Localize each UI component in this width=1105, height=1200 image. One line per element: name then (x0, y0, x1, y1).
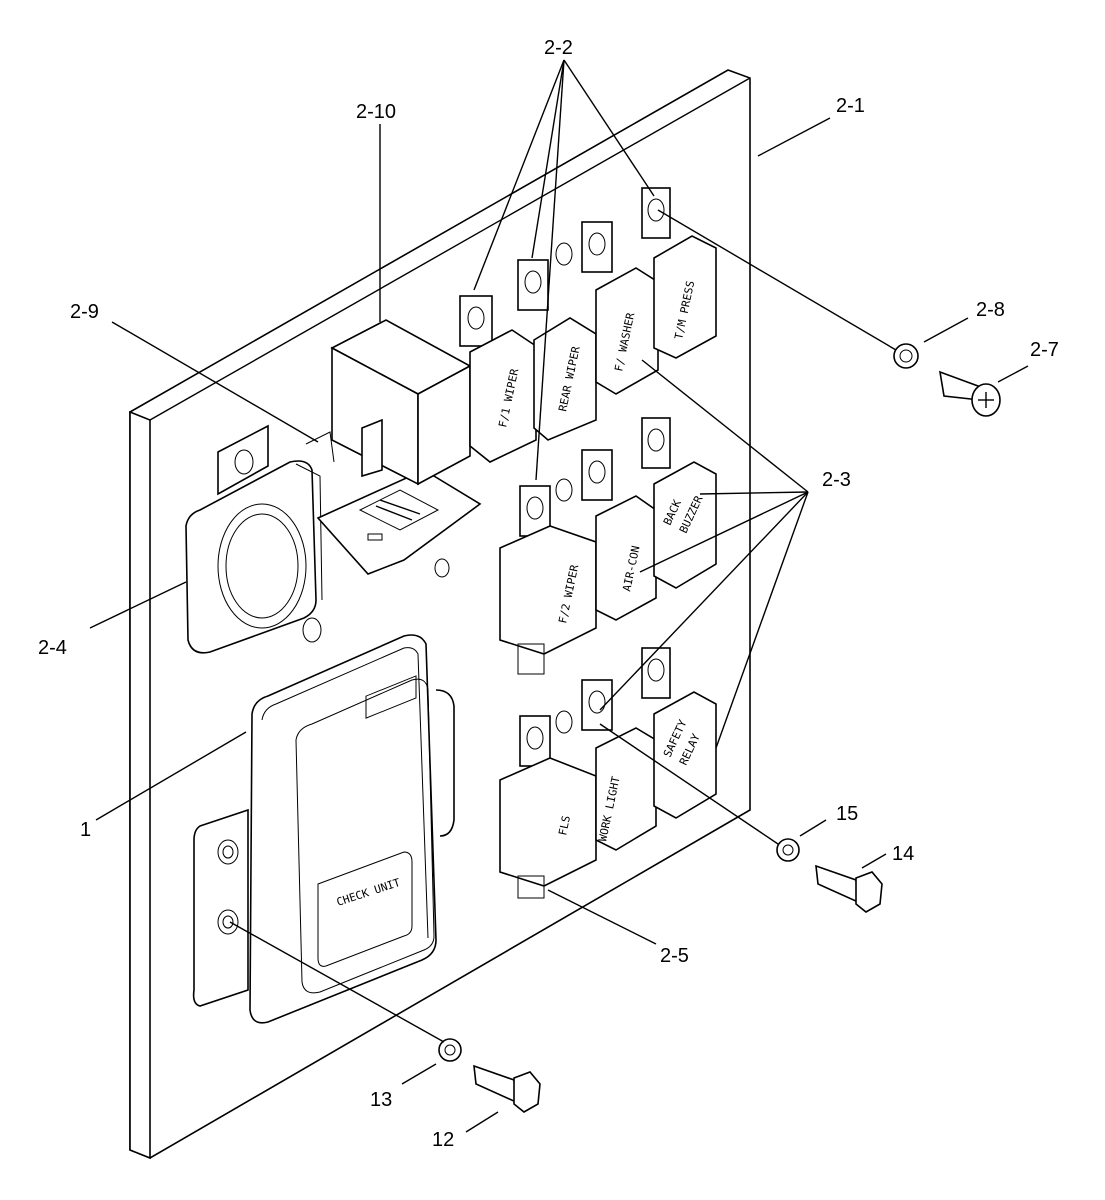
callout-14: 14 (892, 843, 914, 865)
bolt-12 (473, 1064, 541, 1113)
relay-f2-wiper: F/2 WIPER (499, 485, 597, 675)
callout-2-8: 2-8 (976, 299, 1005, 321)
callout-2-10: 2-10 (356, 101, 396, 123)
washer-2-8 (893, 343, 919, 369)
washer-13 (438, 1038, 462, 1062)
relay-work-light: WORK LIGHT (581, 679, 657, 851)
callouts: 2-2 2-10 2-1 2-9 2-8 2-7 2-3 2-4 1 15 14… (38, 37, 1059, 1151)
main-relay (330, 319, 472, 486)
callout-13: 13 (370, 1089, 392, 1111)
callout-2-7: 2-7 (1030, 339, 1059, 361)
callout-2-1: 2-1 (836, 95, 865, 117)
leader-lines (89, 59, 1029, 1133)
callout-2-2: 2-2 (544, 37, 573, 59)
callout-2-3: 2-3 (822, 469, 851, 491)
relay-tm-press: T/M PRESS (641, 187, 717, 359)
relay-rear-wiper: REAR WIPER (517, 259, 597, 441)
callout-2-5: 2-5 (660, 945, 689, 967)
relay-f-washer: F/ WASHER (581, 221, 659, 395)
flasher-unit (185, 424, 323, 654)
callout-15: 15 (836, 803, 858, 825)
relay-air-con: AIR-CON (581, 449, 657, 621)
callout-2-4: 2-4 (38, 637, 67, 659)
callout-2-9: 2-9 (70, 301, 99, 323)
bolt-14 (815, 864, 883, 913)
relay-safety-relay: SAFETY RELAY (641, 647, 717, 819)
relay-f1-wiper: F/1 WIPER (459, 295, 537, 463)
relay-label-fls: FLS (556, 814, 573, 836)
relay-fls: FLS (499, 715, 597, 899)
check-unit: CHECK UNIT (192, 634, 455, 1024)
screw-2-7 (938, 370, 1001, 417)
callout-1: 1 (80, 819, 91, 841)
callout-12: 12 (432, 1129, 454, 1151)
washer-15 (776, 838, 800, 862)
